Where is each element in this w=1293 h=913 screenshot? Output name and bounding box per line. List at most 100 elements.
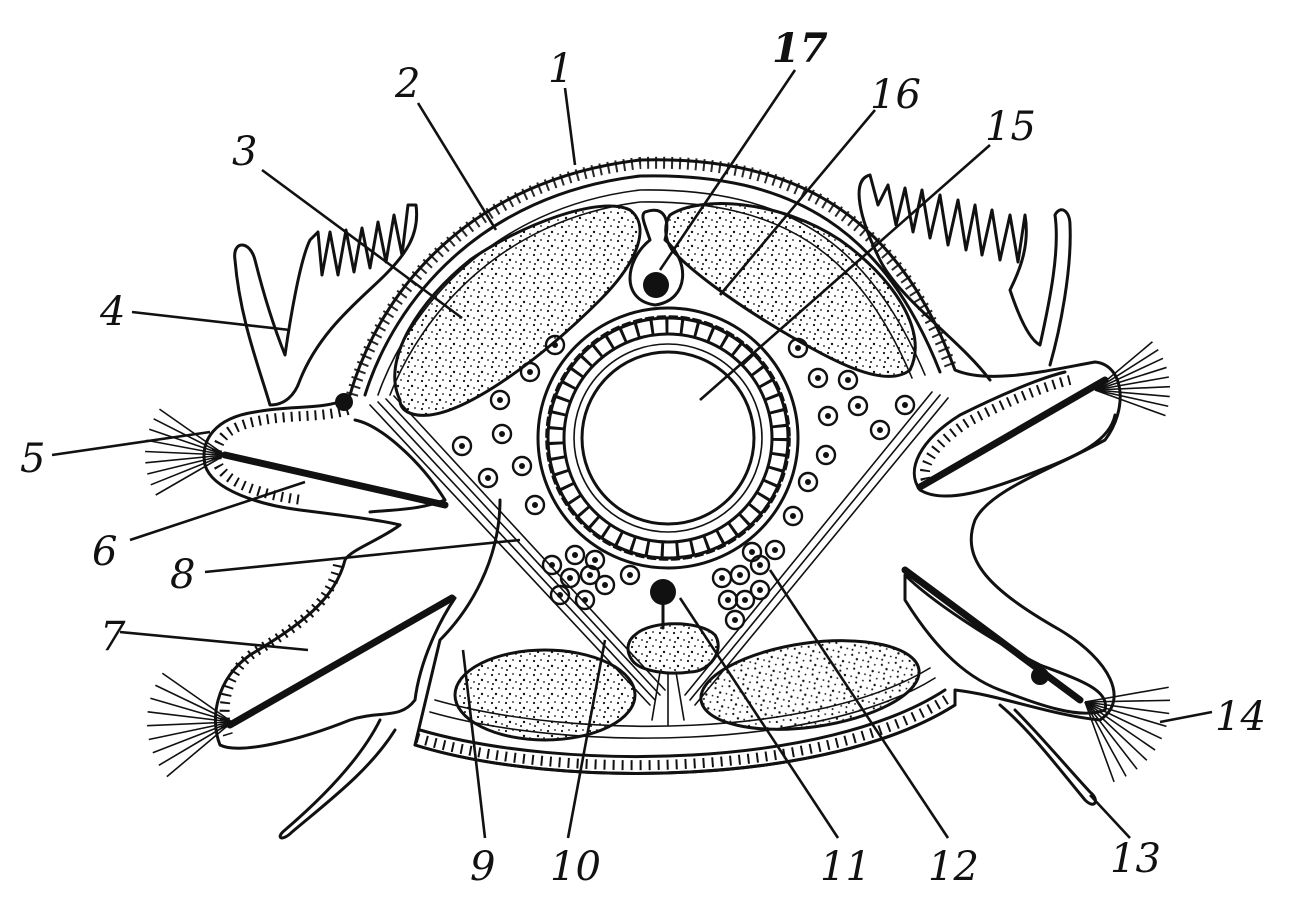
seta xyxy=(1094,366,1167,391)
seta xyxy=(148,428,226,456)
seta xyxy=(1084,701,1170,715)
seta xyxy=(1094,389,1166,417)
coelomocyte-nucleus xyxy=(532,502,538,508)
coelomocyte-nucleus xyxy=(485,475,491,481)
label-11: 11 xyxy=(820,844,871,890)
coelomocyte-nucleus xyxy=(790,513,796,519)
coelomocyte-cell xyxy=(797,471,819,493)
seta xyxy=(161,672,233,723)
coelomocyte-cell xyxy=(807,367,829,389)
coelomocyte-nucleus xyxy=(795,345,801,351)
coelomocyte-cell xyxy=(619,564,641,586)
label-16: 16 xyxy=(870,72,921,118)
seta xyxy=(146,439,226,456)
seta xyxy=(148,721,233,741)
oblique-muscles xyxy=(369,391,949,706)
left-parapodium xyxy=(145,203,457,840)
seta xyxy=(152,721,233,754)
seta xyxy=(145,450,226,456)
coelomocyte-cell xyxy=(541,554,563,576)
coelomocyte-cell xyxy=(489,389,511,411)
coelomocyte-nucleus xyxy=(737,572,743,578)
label-9: 9 xyxy=(470,844,495,890)
coelomocyte-nucleus xyxy=(519,463,525,469)
label-2: 2 xyxy=(394,61,420,107)
seta xyxy=(1084,701,1167,728)
coelomocyte-cell xyxy=(584,549,606,571)
coelomocyte-cell xyxy=(847,395,869,417)
coelomocyte-nucleus xyxy=(587,572,593,578)
coelomocyte-cell xyxy=(491,423,513,445)
seta xyxy=(1094,389,1170,398)
coelomocyte-nucleus xyxy=(823,452,829,458)
coelomocyte-cell xyxy=(511,455,533,477)
dorsal-vessel xyxy=(628,208,685,307)
coelomocyte-nucleus xyxy=(592,557,598,563)
label-10: 10 xyxy=(550,844,601,890)
seta xyxy=(158,721,233,766)
coelomocyte-cell xyxy=(451,435,473,457)
seta xyxy=(147,711,233,723)
coelomocyte-nucleus xyxy=(572,552,578,558)
coelomocyte-cell xyxy=(594,574,616,596)
coelomocyte-nucleus xyxy=(725,597,731,603)
coelomocyte-nucleus xyxy=(627,572,633,578)
coelomocyte-cell xyxy=(817,405,839,427)
coelomocyte-cell xyxy=(574,589,596,611)
seta xyxy=(1094,357,1164,391)
coelomocyte-nucleus xyxy=(825,413,831,419)
seta xyxy=(1084,699,1170,703)
label-14: 14 xyxy=(1215,694,1266,740)
seta xyxy=(159,408,226,456)
label-5: 5 xyxy=(20,436,45,482)
coelomocyte-nucleus xyxy=(805,479,811,485)
coelomocyte-cell xyxy=(764,539,786,561)
coelomocyte-nucleus xyxy=(567,575,573,581)
ventral-muscles xyxy=(453,639,921,742)
coelomocyte-nucleus xyxy=(772,547,778,553)
coelomocyte-nucleus xyxy=(815,375,821,381)
label-3: 3 xyxy=(232,129,257,175)
coelomocyte-cell xyxy=(894,394,916,416)
coelomocyte-cell xyxy=(519,361,541,383)
coelomocyte-nucleus xyxy=(902,402,908,408)
seta xyxy=(150,454,226,486)
seta xyxy=(155,454,226,496)
seta xyxy=(1094,341,1153,391)
coelomocyte-nucleus xyxy=(845,377,851,383)
coelomocyte-nucleus xyxy=(749,549,755,555)
coelomocyte-nucleus xyxy=(552,342,558,348)
label-15: 15 xyxy=(985,104,1036,150)
coelomocyte-cell xyxy=(524,494,546,516)
coelomocyte-nucleus xyxy=(877,427,883,433)
seta xyxy=(155,684,233,723)
coelomocyte-nucleus xyxy=(757,587,763,593)
coelomocyte-nucleus xyxy=(602,582,608,588)
label-17: 17 xyxy=(772,25,828,72)
coelomocyte-cell xyxy=(869,419,891,441)
label-8: 8 xyxy=(170,552,195,598)
seta xyxy=(1084,701,1148,761)
seta xyxy=(1094,385,1170,391)
coelomocyte-cell xyxy=(717,589,739,611)
coelomocyte-nucleus xyxy=(732,617,738,623)
coelomocyte-cell xyxy=(724,609,746,631)
ventral-nerve-cord xyxy=(626,579,720,726)
coelomocyte-cell xyxy=(729,564,751,586)
seta xyxy=(147,721,233,727)
coelomocyte-nucleus xyxy=(459,443,465,449)
coelomocyte-nucleus xyxy=(742,597,748,603)
label-4: 4 xyxy=(99,289,125,335)
seta xyxy=(153,418,226,456)
seta xyxy=(1084,701,1156,751)
label-12: 12 xyxy=(928,844,979,890)
seta xyxy=(1084,701,1115,783)
coelomocyte-cell xyxy=(564,544,586,566)
coelomocyte-cell xyxy=(741,541,763,563)
coelomic-cells xyxy=(451,334,916,631)
coelomocyte-cell xyxy=(477,467,499,489)
seta xyxy=(147,454,226,475)
